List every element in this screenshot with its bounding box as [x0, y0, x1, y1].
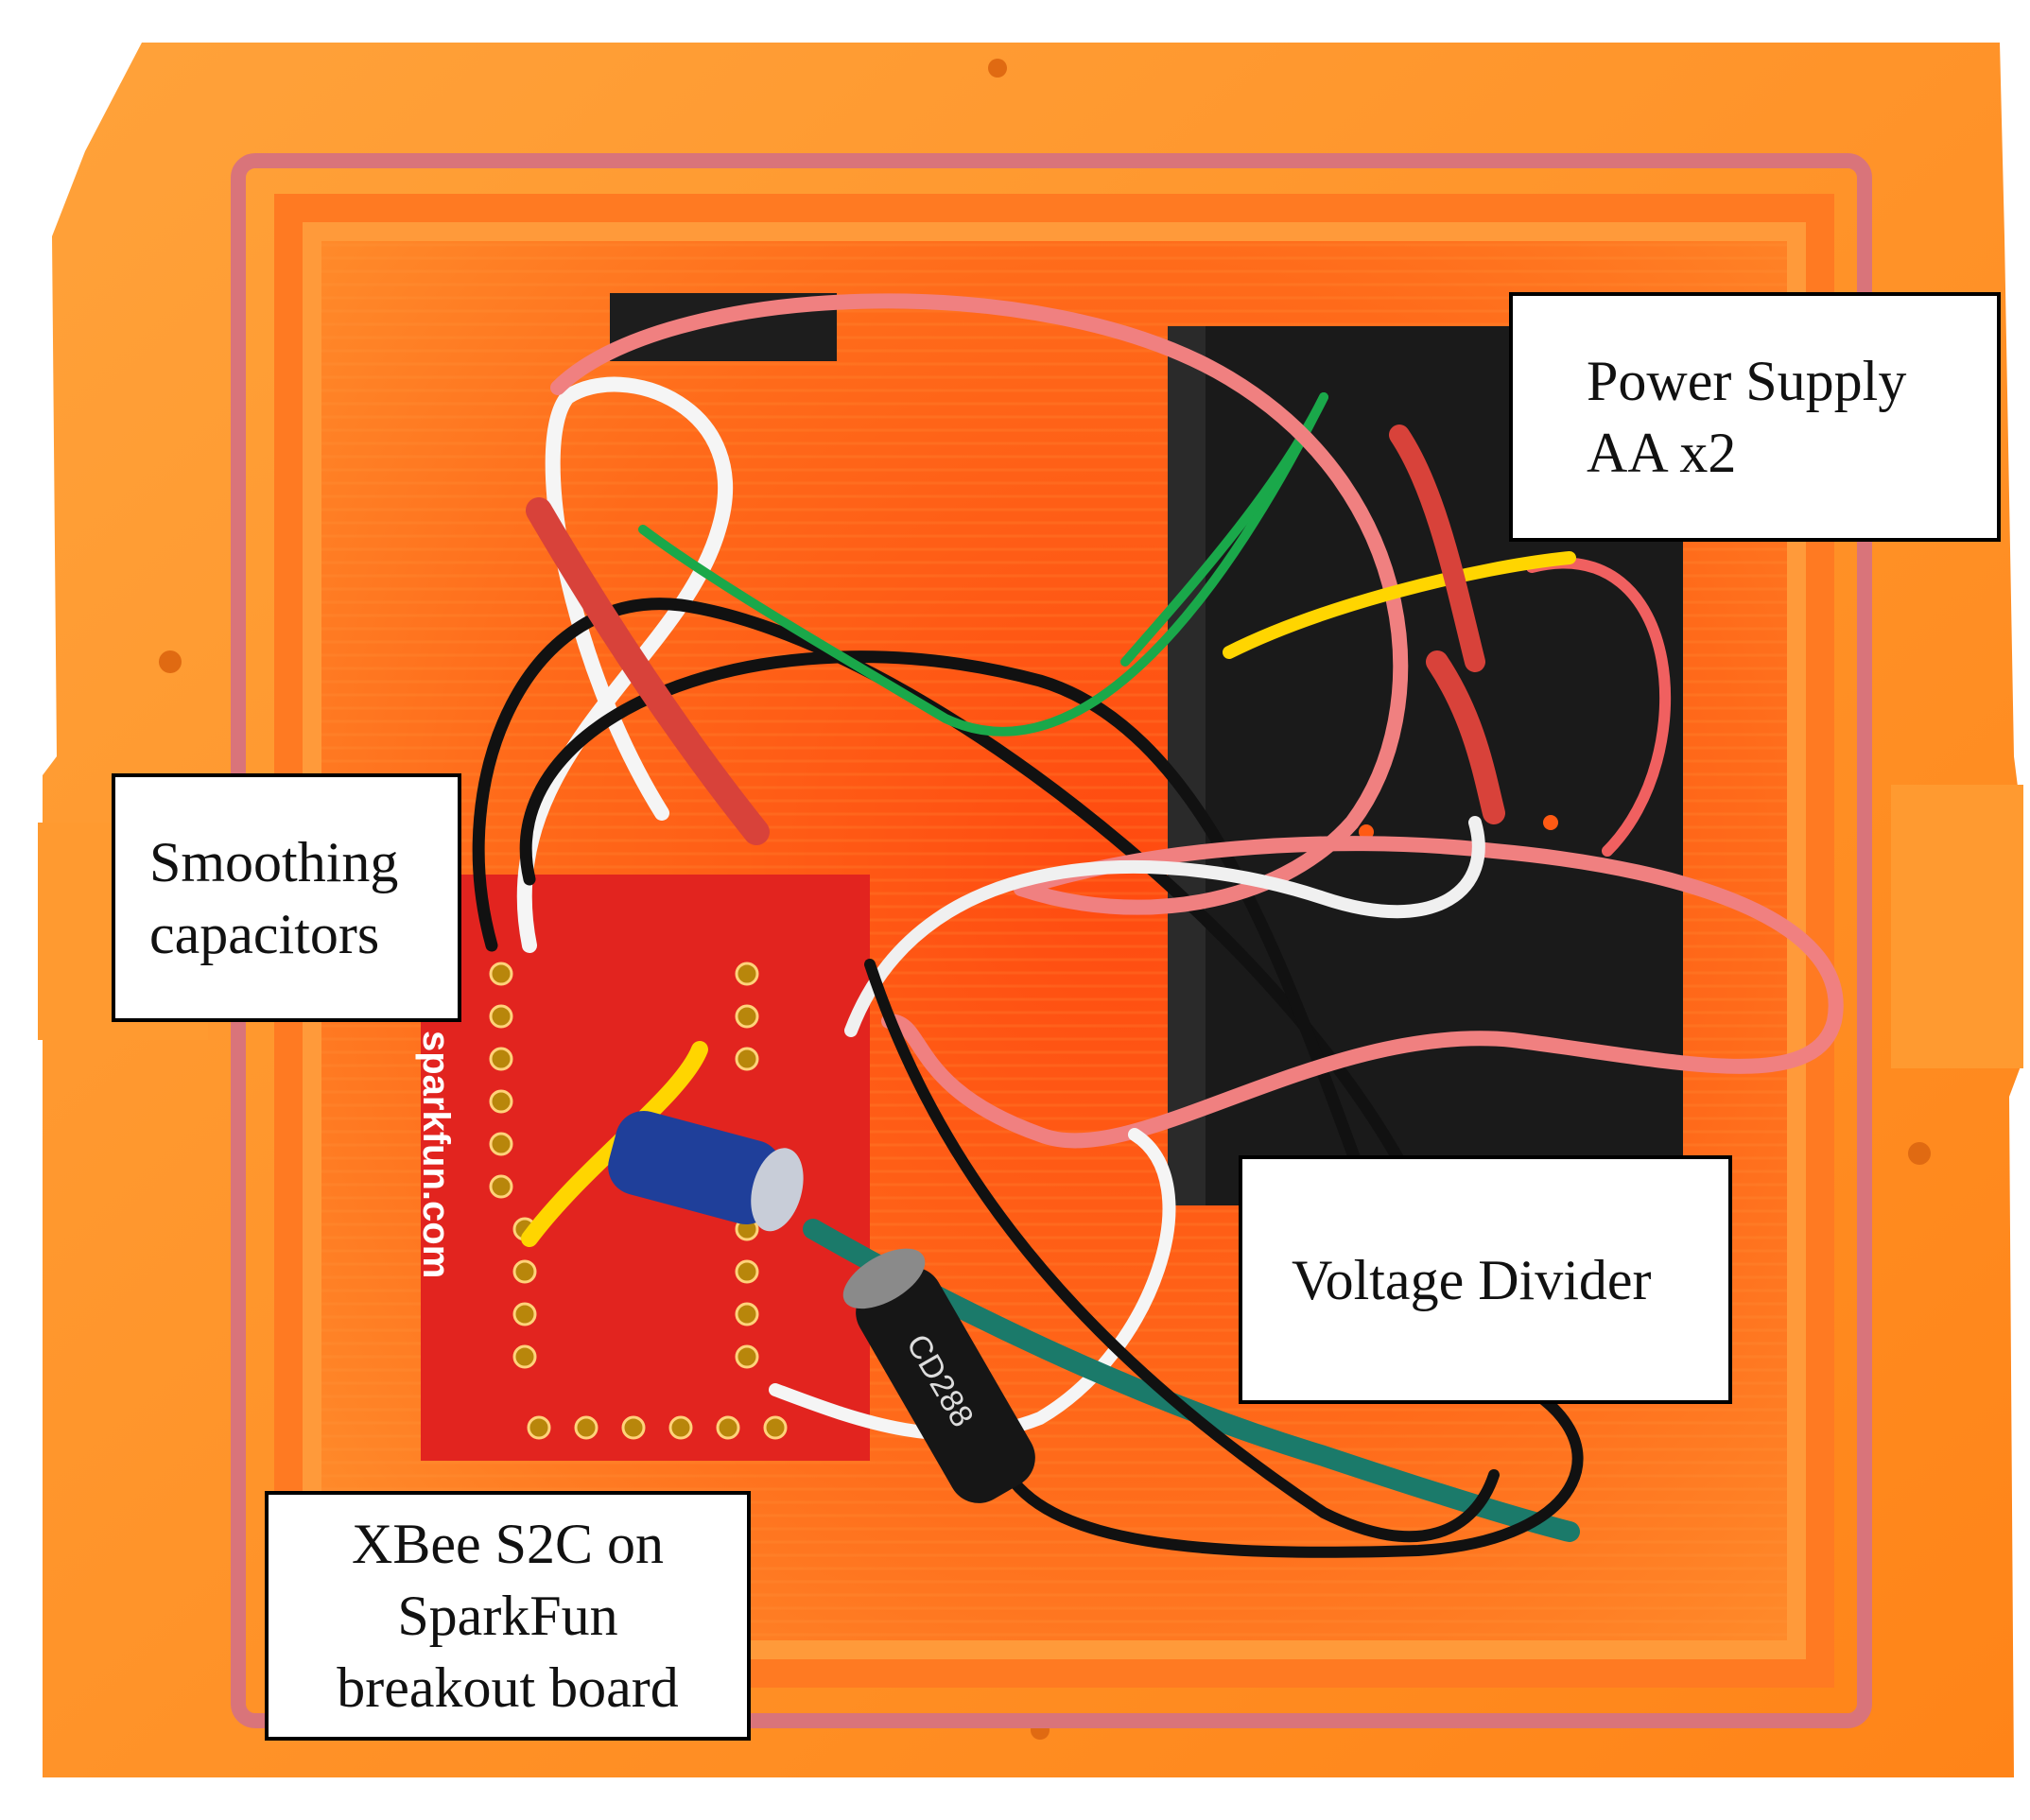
label-xbee-board: XBee S2C on SparkFun breakout board [265, 1491, 751, 1741]
label-voltage-divider: Voltage Divider [1239, 1155, 1732, 1404]
heat-shrink [526, 425, 1505, 845]
label-power-supply: Power Supply AA x2 [1509, 292, 2001, 542]
capacitor-blue [608, 1110, 804, 1232]
label-xbee-line-1: XBee S2C on [352, 1513, 664, 1575]
label-power-supply-line-1: Power Supply [1587, 350, 1907, 412]
board-brand: sparkfun.com [415, 1031, 457, 1278]
capacitor-black: CD288 [842, 1248, 1035, 1503]
label-smoothing-line-2: capacitors [149, 902, 380, 965]
label-xbee-line-2: SparkFun [397, 1585, 618, 1647]
label-xbee-line-3: breakout board [337, 1656, 679, 1719]
label-power-supply-line-2: AA x2 [1587, 422, 1737, 484]
battery-holder [1168, 326, 1683, 1205]
label-smoothing-line-1: Smoothing [149, 830, 399, 893]
label-smoothing-capacitors: Smoothing capacitors [112, 773, 461, 1022]
label-voltage-divider-line-1: Voltage Divider [1292, 1248, 1652, 1311]
